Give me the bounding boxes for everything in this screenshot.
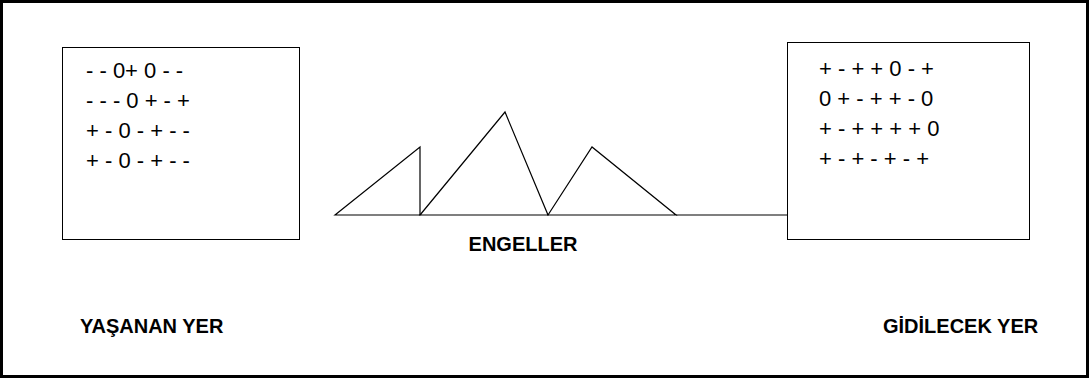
region-heading: YAŞANAN YER — [80, 315, 223, 338]
sign-row: 0 + - + + - 0 — [819, 84, 1029, 114]
sign-row: + - + - + - + — [819, 144, 1029, 174]
obstacles-label: ENGELLER — [469, 233, 578, 256]
sign-row: + - 0 - + - - — [86, 116, 299, 146]
sign-row: - - 0+ 0 - - — [86, 56, 299, 86]
obstacle-mountain — [420, 112, 548, 215]
region-box: + - + + 0 - +0 + - + + - 0+ - + + + + 0+… — [787, 42, 1030, 240]
sign-row: + - 0 - + - - — [86, 146, 299, 176]
region-heading: GİDİLECEK YER — [883, 315, 1038, 338]
sign-row: - - - 0 + - + — [86, 86, 299, 116]
path-line — [676, 214, 787, 215]
obstacle-mountain — [335, 147, 420, 215]
sign-row: + - + + + + 0 — [819, 114, 1029, 144]
region-box: - - 0+ 0 - -- - - 0 + - ++ - 0 - + - -+ … — [62, 47, 300, 240]
obstacle-mountain — [548, 147, 676, 215]
sign-row: + - + + 0 - + — [819, 54, 1029, 84]
